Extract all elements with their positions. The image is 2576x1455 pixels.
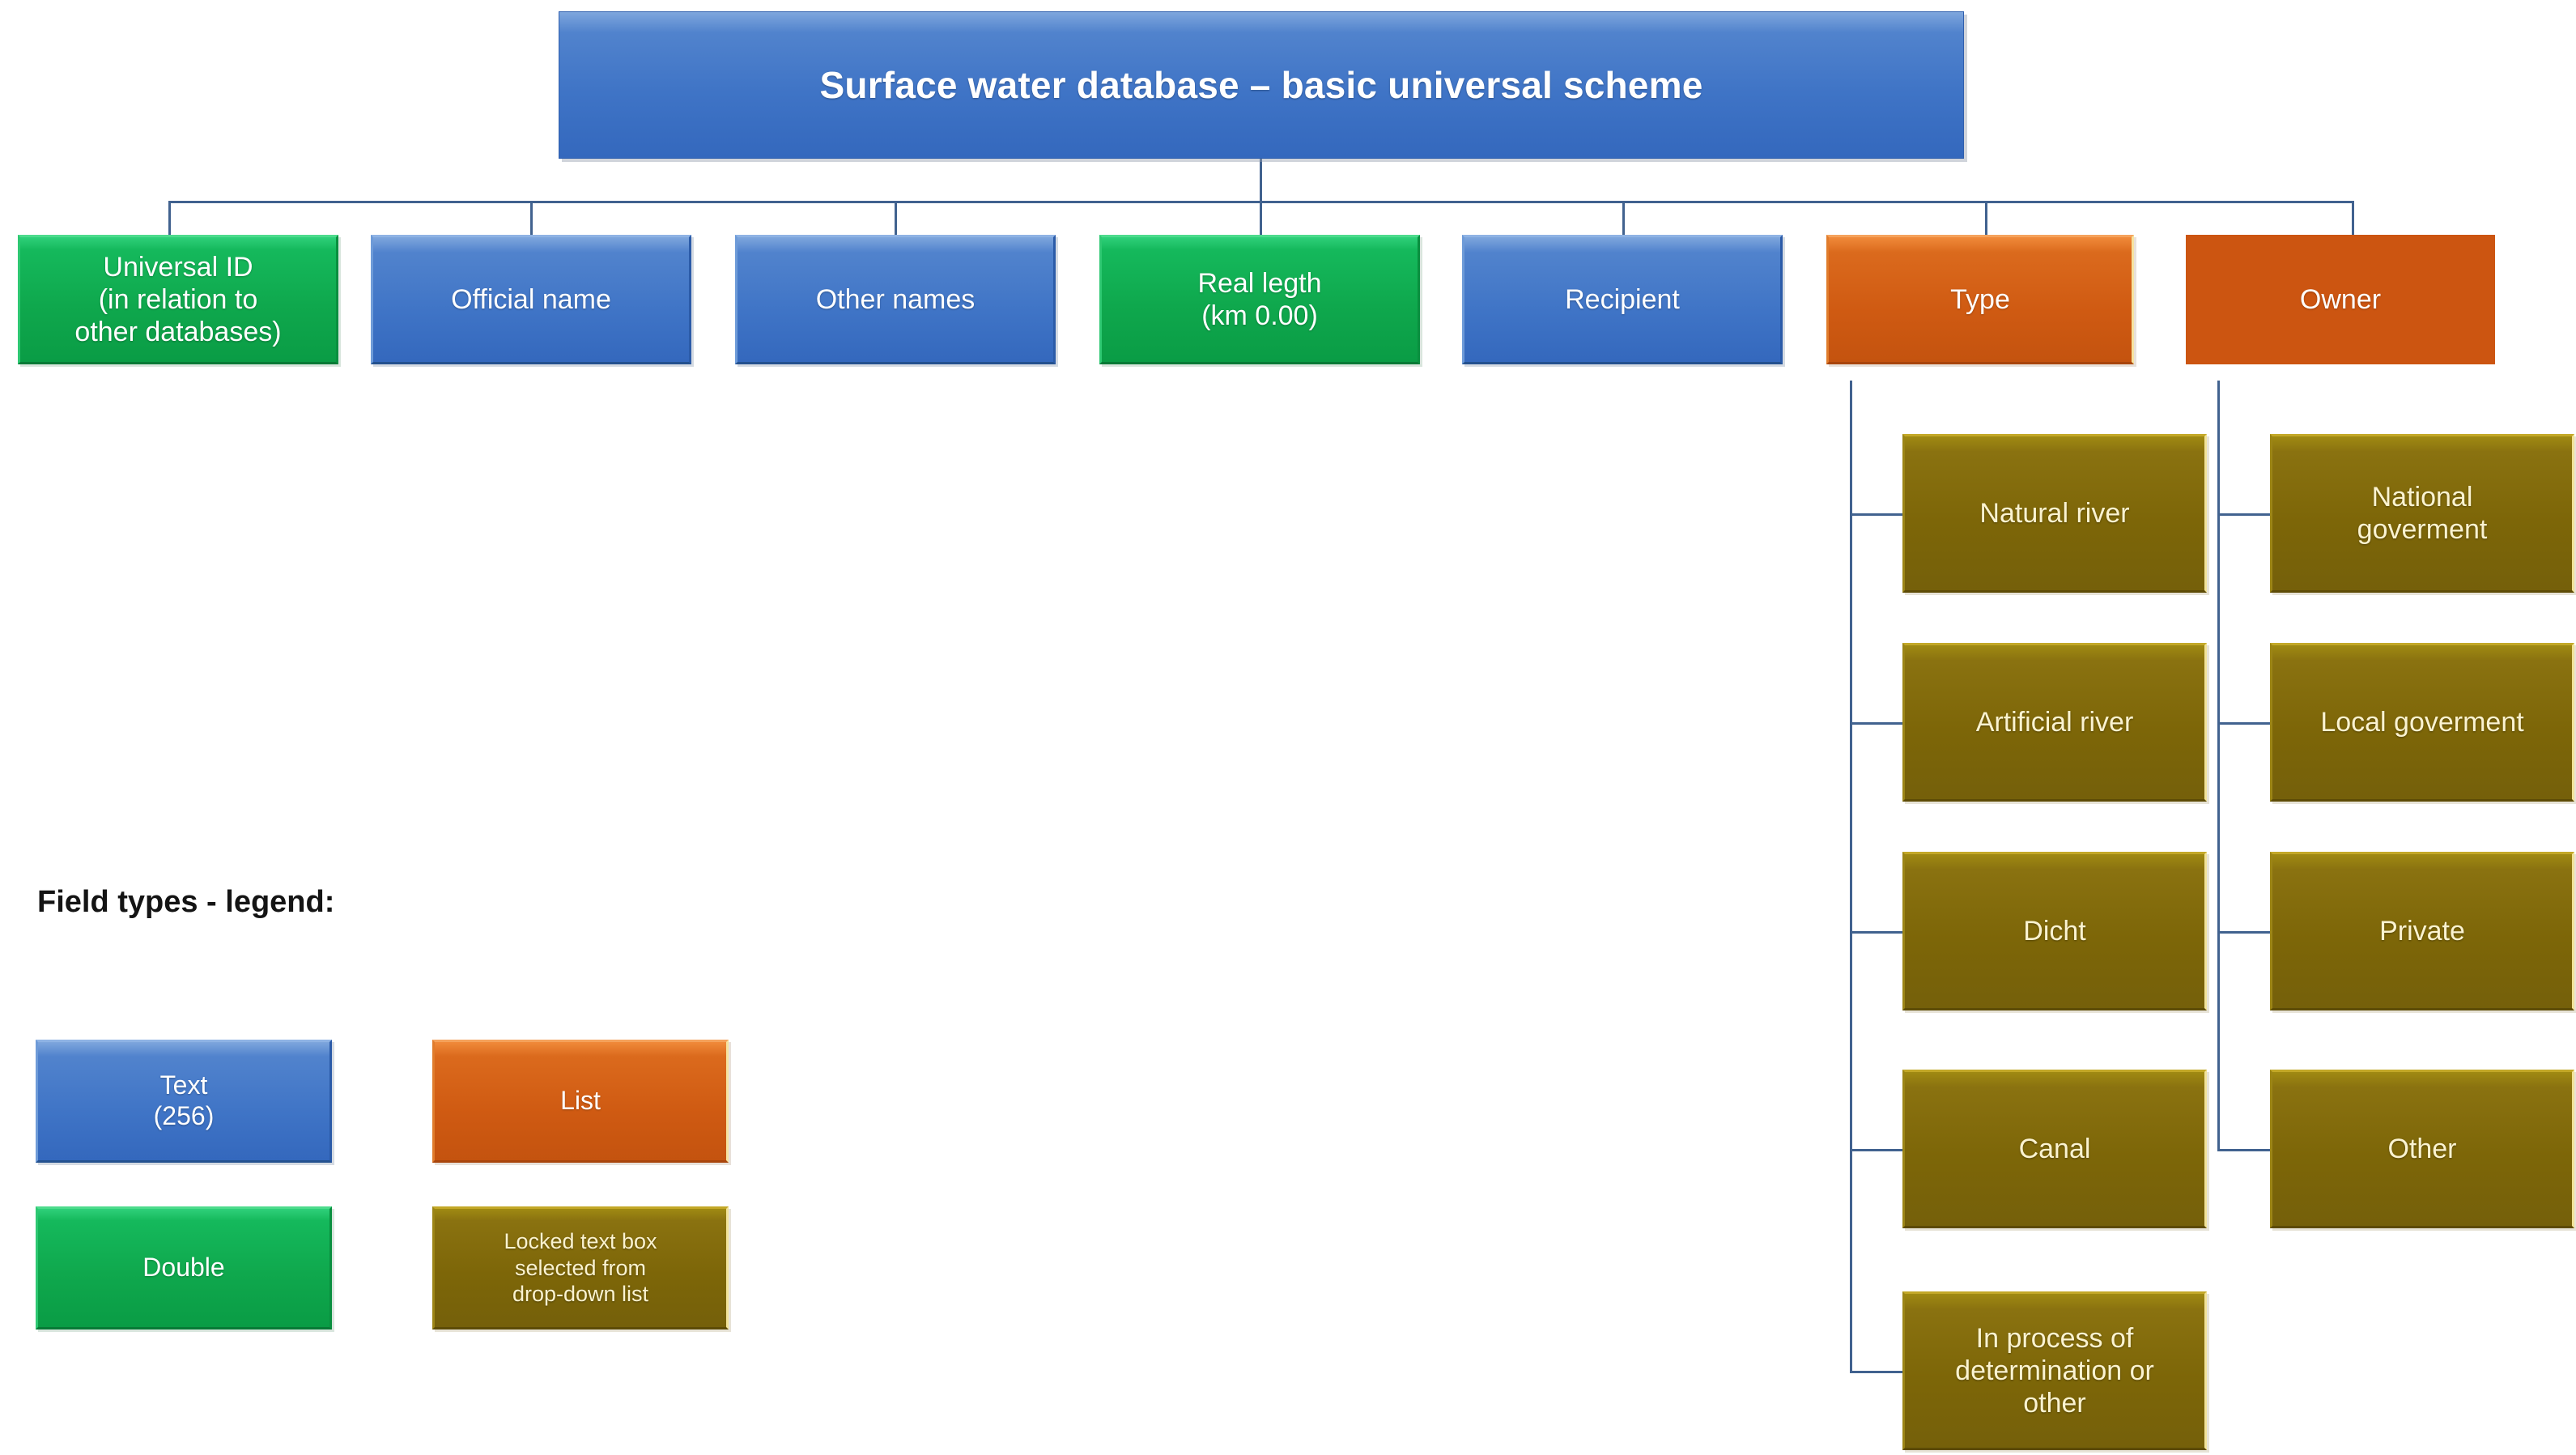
owner-option-label-0: National goverment (2357, 481, 2488, 545)
field-node-type[interactable]: Type (1826, 235, 2134, 364)
owner-option-label-1: Local goverment (2320, 706, 2524, 738)
connector-type-option-3 (1850, 1149, 1902, 1151)
type-option-label-4: In process of determination or other (1955, 1322, 2154, 1419)
type-option-label-0: Natural river (1979, 497, 2130, 529)
legend-label-text: Text (256) (153, 1070, 215, 1130)
connector-type-option-4 (1850, 1371, 1902, 1373)
field-label-official-name: Official name (451, 283, 611, 315)
field-label-owner: Owner (2299, 283, 2382, 315)
type-option-dicht[interactable]: Dicht (1902, 852, 2207, 1010)
type-option-natural-river[interactable]: Natural river (1902, 434, 2207, 593)
legend-swatch-double: Double (36, 1206, 332, 1329)
connector-drop-owner (2352, 201, 2354, 251)
legend-swatch-locked: Locked text box selected from drop-down … (432, 1206, 729, 1329)
connector-type-option-1 (1850, 722, 1902, 725)
diagram-title-box: Surface water database – basic universal… (559, 11, 1964, 159)
legend-label-list: List (560, 1086, 601, 1116)
field-node-official-name[interactable]: Official name (371, 235, 691, 364)
connector-drop-type (1985, 201, 1987, 251)
field-node-universal-id[interactable]: Universal ID (in relation to other datab… (18, 235, 338, 364)
field-node-other-names[interactable]: Other names (735, 235, 1056, 364)
owner-option-local-goverment[interactable]: Local goverment (2270, 643, 2574, 802)
type-option-canal[interactable]: Canal (1902, 1070, 2207, 1228)
owner-option-private[interactable]: Private (2270, 852, 2574, 1010)
connector-owner-option-2 (2217, 931, 2270, 934)
legend-swatch-list: List (432, 1040, 729, 1163)
connector-drop-official-name (530, 201, 533, 251)
legend-label-double: Double (142, 1253, 225, 1283)
type-option-label-2: Dicht (2023, 915, 2086, 947)
field-label-type: Type (1950, 283, 2010, 315)
field-label-recipient: Recipient (1565, 283, 1680, 315)
diagram-title-label: Surface water database – basic universal… (819, 63, 1703, 106)
legend-title: Field types - legend: (37, 885, 335, 919)
type-option-label-1: Artificial river (1975, 706, 2134, 738)
owner-option-other[interactable]: Other (2270, 1070, 2574, 1228)
connector-owner-option-1 (2217, 722, 2270, 725)
field-label-other-names: Other names (815, 283, 976, 315)
legend-label-locked: Locked text box selected from drop-down … (504, 1228, 657, 1307)
owner-option-label-3: Other (2387, 1133, 2457, 1164)
connector-type-spine (1850, 381, 1852, 1373)
legend-swatch-text: Text (256) (36, 1040, 332, 1163)
connector-drop-universal-id (168, 201, 171, 251)
connector-owner-option-0 (2217, 513, 2270, 516)
type-option-artificial-river[interactable]: Artificial river (1902, 643, 2207, 802)
field-node-recipient[interactable]: Recipient (1462, 235, 1783, 364)
type-option-in-process-of-determination-or-other[interactable]: In process of determination or other (1902, 1291, 2207, 1450)
field-label-universal-id: Universal ID (in relation to other datab… (74, 251, 282, 348)
connector-owner-spine (2217, 381, 2220, 1151)
field-node-real-legth[interactable]: Real legth (km 0.00) (1099, 235, 1420, 364)
connector-type-option-0 (1850, 513, 1902, 516)
field-node-owner[interactable]: Owner (2186, 235, 2495, 364)
connector-owner-option-3 (2217, 1149, 2270, 1151)
connector-drop-other-names (895, 201, 897, 251)
connector-drop-recipient (1622, 201, 1625, 251)
owner-option-national-goverment[interactable]: National goverment (2270, 434, 2574, 593)
owner-option-label-2: Private (2379, 915, 2465, 947)
connector-drop-real-legth (1260, 201, 1262, 251)
type-option-label-3: Canal (2018, 1133, 2091, 1164)
field-label-real-legth: Real legth (km 0.00) (1197, 267, 1322, 331)
connector-type-option-2 (1850, 931, 1902, 934)
